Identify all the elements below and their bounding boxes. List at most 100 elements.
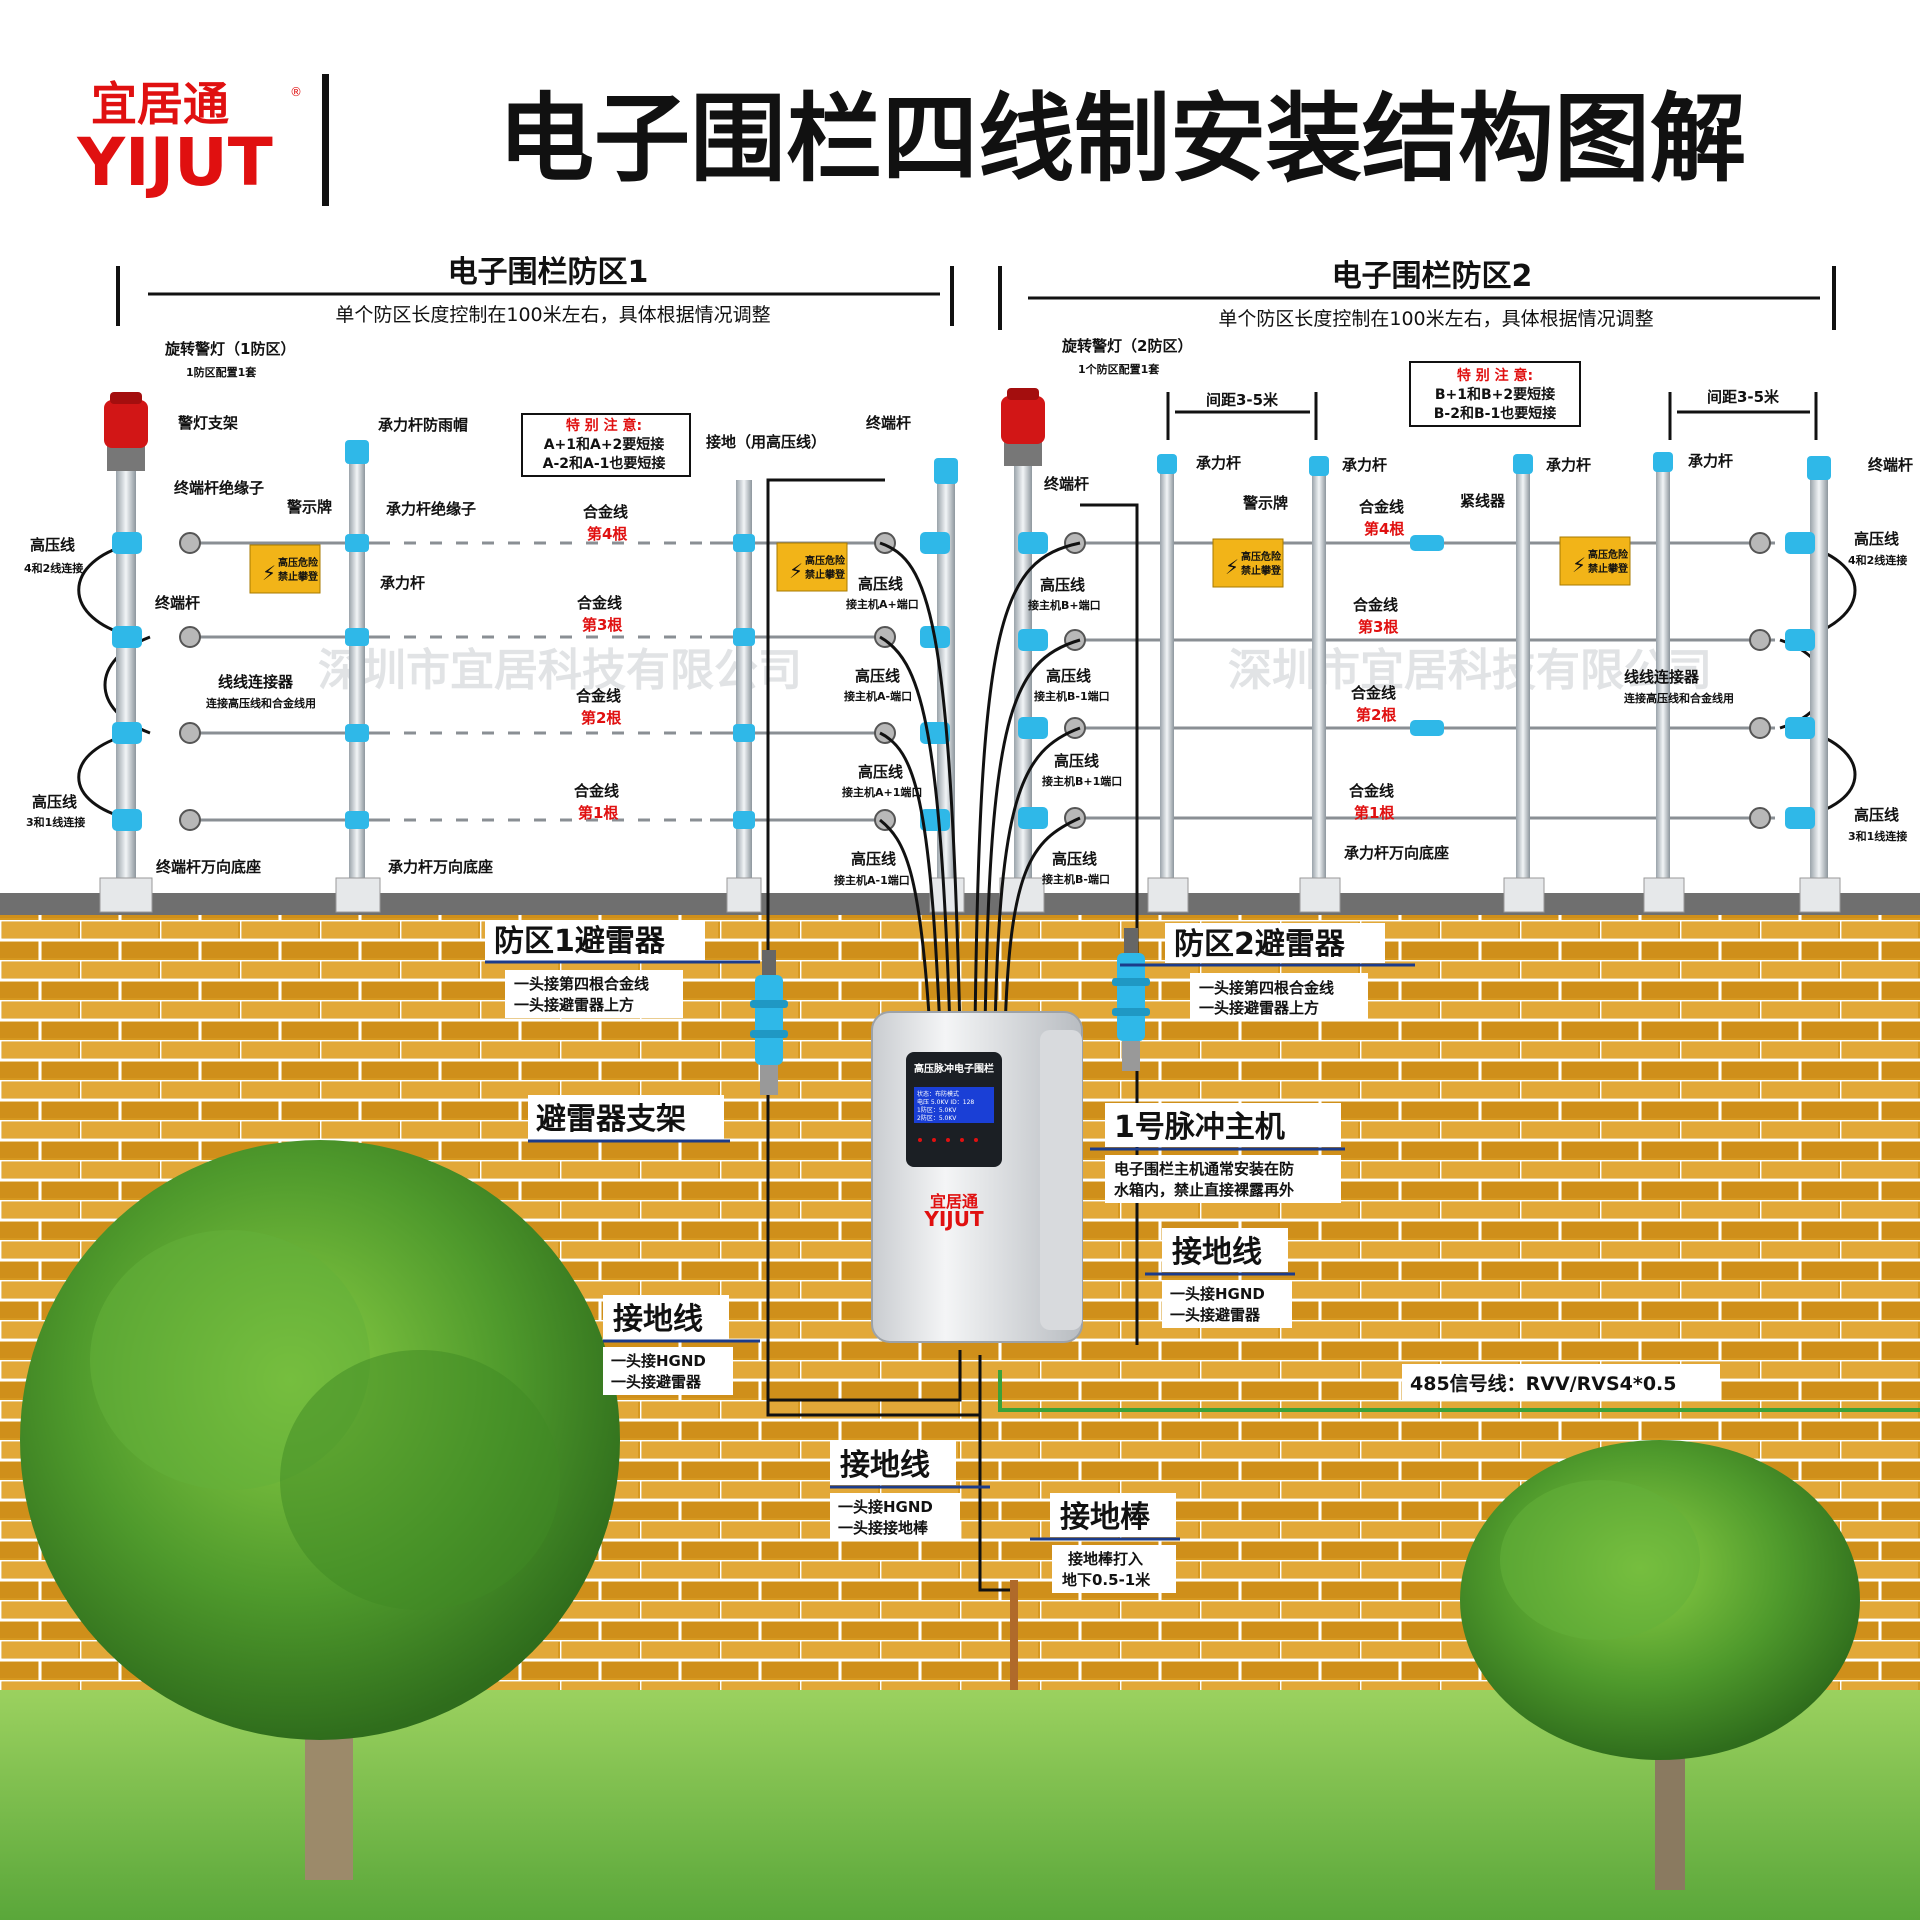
svg-text:禁止攀登: 禁止攀登 (804, 568, 846, 581)
svg-text:1防区：5.0KV: 1防区：5.0KV (917, 1106, 957, 1114)
label-hv-right-4: 高压线 (1052, 850, 1097, 868)
svg-text:⚡: ⚡ (789, 559, 803, 583)
label-hv-right-3-sub: 接主机B+1端口 (1042, 774, 1122, 788)
label-bearing-pole-2b: 承力杆 (1342, 456, 1387, 474)
fence-zone2: 高压危险 禁止攀登 ⚡ 高压危险 禁止攀登 ⚡ (999, 388, 1857, 913)
svg-text:特 别 注 意:: 特 别 注 意: (566, 417, 642, 434)
tree-right (1460, 1440, 1860, 1890)
label-bearing-pole-2d: 承力杆 (1688, 452, 1733, 470)
label-z2-w1: 第1根 (1354, 804, 1394, 822)
label-alloy-1: 合金线 (573, 782, 619, 800)
label-hv-31: 高压线 (32, 793, 77, 811)
label-alloy-3: 合金线 (576, 594, 622, 612)
label-hv-31-sub: 3和1线连接 (26, 815, 85, 829)
label-hv-42-r: 高压线 (1854, 530, 1899, 548)
brand-reg: ® (290, 85, 302, 99)
tensioner-1 (1410, 535, 1444, 551)
label-alarm1: 旋转警灯（1防区） (164, 340, 295, 358)
svg-text:接地棒打入: 接地棒打入 (1068, 1550, 1143, 1568)
label-hv-left-2: 高压线 (855, 667, 900, 685)
svg-text:一头接HGND: 一头接HGND (838, 1498, 933, 1516)
callout-ground-bottom: 接地线 一头接HGND 一头接接地棒 (830, 1441, 990, 1541)
label-spacing-1: 间距3-5米 (1206, 391, 1279, 409)
tree-left (20, 1140, 620, 1880)
label-wire-connector-2-sub: 连接高压线和合金线用 (1624, 691, 1734, 705)
terminal-pole-left (116, 468, 136, 888)
label-hv-31-r: 高压线 (1854, 806, 1899, 824)
label-hv-right-1-sub: 接主机B+端口 (1028, 598, 1101, 612)
label-hv-left-1-sub: 接主机A+端口 (846, 597, 919, 611)
arrester-1 (750, 950, 788, 1095)
svg-text:一头接避雷器: 一头接避雷器 (1170, 1306, 1261, 1324)
label-hv-42: 高压线 (30, 536, 75, 554)
callout-ground-left: 接地线 一头接HGND 一头接避雷器 (603, 1295, 760, 1395)
brand-en: YIJUT (76, 124, 273, 201)
page-title: 电子围栏四线制安装结构图解 (498, 83, 1746, 195)
svg-text:B-2和B-1也要短接: B-2和B-1也要短接 (1434, 405, 1556, 422)
label-hv-left-3: 高压线 (858, 763, 903, 781)
label-hv-left-4: 高压线 (851, 850, 896, 868)
callout-ground-right: 接地线 一头接HGND 一头接避雷器 (1145, 1228, 1295, 1328)
svg-text:一头接避雷器上方: 一头接避雷器上方 (1199, 999, 1319, 1017)
brand-cn: 宜居通 (91, 77, 229, 131)
svg-text:电子围栏主机通常安装在防: 电子围栏主机通常安装在防 (1114, 1160, 1294, 1178)
svg-text:高压危险: 高压危险 (1241, 550, 1282, 563)
callout-arrester1: 防区1避雷器 一头接第四根合金线 一头接避雷器上方 (485, 920, 760, 1018)
label-w2: 第2根 (581, 709, 621, 727)
label-w3: 第3根 (582, 616, 622, 634)
label-term-pole-1: 终端杆 (155, 594, 200, 612)
svg-text:高压危险: 高压危险 (805, 554, 846, 567)
label-hv-right-4-sub: 接主机B-端口 (1042, 872, 1110, 886)
note-box-1: 特 别 注 意: A+1和A+2要短接 A-2和A-1也要短接 (521, 413, 691, 477)
zone1-title: 电子围栏防区1 (448, 255, 649, 290)
header: 宜居通 ® YIJUT 电子围栏四线制安装结构图解 (76, 74, 1746, 206)
label-hv-left-4-sub: 接主机A-1端口 (834, 873, 910, 887)
svg-text:一头接第四根合金线: 一头接第四根合金线 (1199, 979, 1334, 997)
label-alarm2-sub: 1个防区配置1套 (1078, 362, 1160, 376)
note-box-2: 特 别 注 意: B+1和B+2要短接 B-2和B-1也要短接 (1409, 361, 1581, 427)
warning-sign-2: 高压危险 禁止攀登 ⚡ (776, 542, 848, 592)
label-alloy-z2-4: 合金线 (1358, 498, 1404, 516)
svg-text:485信号线：RVV/RVS4*0.5: 485信号线：RVV/RVS4*0.5 (1410, 1372, 1676, 1395)
label-bearing-base-1: 承力杆万向底座 (388, 858, 493, 876)
alarm-bracket (107, 445, 145, 471)
label-hv-31-r-sub: 3和1线连接 (1848, 829, 1907, 843)
label-tensioner: 紧线器 (1460, 492, 1506, 510)
warning-sign-4: 高压危险 禁止攀登 ⚡ (1559, 536, 1631, 586)
label-wire-connector-1-sub: 连接高压线和合金线用 (206, 696, 316, 710)
label-alloy-z2-1: 合金线 (1348, 782, 1394, 800)
label-term-pole-3: 终端杆 (1868, 456, 1913, 474)
label-bearing-pole-2a: 承力杆 (1196, 454, 1241, 472)
svg-text:⚡: ⚡ (1572, 553, 1586, 577)
zone1-note: 单个防区长度控制在100米左右，具体根据情况调整 (335, 304, 770, 326)
zone1-header: 电子围栏防区1 单个防区长度控制在100米左右，具体根据情况调整 (116, 255, 954, 326)
label-alloy-z2-2: 合金线 (1350, 684, 1396, 702)
watermark-right: 深圳市宜居科技有限公司 (1228, 645, 1712, 696)
label-term-base-1: 终端杆万向底座 (156, 858, 261, 876)
hv-loop-31 (77, 731, 136, 822)
label-wire-connector-2: 线线连接器 (1624, 668, 1700, 686)
label-bearing-pole-1: 承力杆 (380, 574, 425, 592)
svg-text:一头接避雷器: 一头接避雷器 (611, 1373, 702, 1391)
svg-text:A-2和A-1也要短接: A-2和A-1也要短接 (543, 455, 666, 472)
svg-text:一头接第四根合金线: 一头接第四根合金线 (514, 975, 649, 993)
callout-arrester2: 防区2避雷器 一头接第四根合金线 一头接避雷器上方 (1120, 923, 1415, 1021)
alarm-lamp-2 (1001, 396, 1045, 444)
host-brand-en: YIJUT (923, 1207, 984, 1231)
svg-text:水箱内，禁止直接裸露再外: 水箱内，禁止直接裸露再外 (1114, 1181, 1294, 1199)
label-bearing-base-2: 承力杆万向底座 (1344, 844, 1449, 862)
svg-text:⚡: ⚡ (1225, 555, 1239, 579)
label-sign-2: 警示牌 (1242, 494, 1288, 512)
hv-loop-42 (77, 541, 136, 639)
label-term-insulator: 终端杆绝缘子 (174, 479, 264, 497)
warning-sign-1: 高压危险 禁止攀登 ⚡ (249, 544, 321, 594)
label-hv-left-1: 高压线 (858, 575, 903, 593)
label-alarm-bracket: 警灯支架 (177, 414, 238, 432)
label-hv-right-2-sub: 接主机B-1端口 (1034, 689, 1110, 703)
label-alarm1-sub: 1防区配置1套 (186, 365, 257, 379)
label-sign-1: 警示牌 (286, 498, 332, 516)
label-z2-w3: 第3根 (1358, 618, 1398, 636)
fence-zone1: 高压危险 禁止攀登 ⚡ 高压危险 禁止攀登 ⚡ (77, 392, 965, 913)
rain-cap-1 (345, 440, 369, 464)
